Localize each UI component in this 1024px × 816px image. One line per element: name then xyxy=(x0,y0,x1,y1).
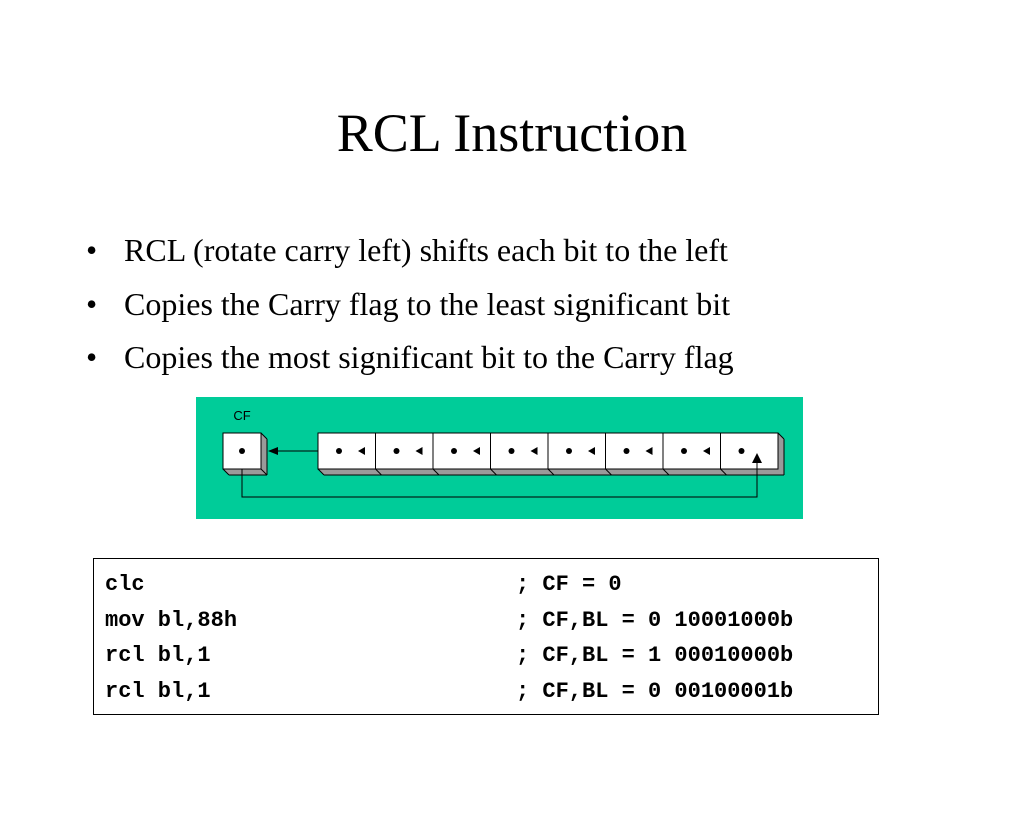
bullet-list: • RCL (rotate carry left) shifts each bi… xyxy=(86,224,734,385)
register-bit-dot xyxy=(393,448,400,454)
shift-arrowhead xyxy=(588,447,595,455)
code-line: rcl bl,1 ; CF,BL = 1 00010000b xyxy=(94,638,878,674)
carry-to-lsb-arrowhead xyxy=(752,453,762,463)
rcl-diagram-svg: CF xyxy=(196,397,803,519)
register-bit-cell xyxy=(317,432,376,470)
code-comment: ; CF,BL = 0 10001000b xyxy=(516,607,794,633)
code-comment: ; CF,BL = 0 00100001b xyxy=(516,678,794,704)
code-line: rcl bl,1 ; CF,BL = 0 00100001b xyxy=(94,674,878,710)
bullet-dot: • xyxy=(86,232,98,268)
bullet-text: Copies the Carry flag to the least signi… xyxy=(124,285,731,322)
code-instruction: rcl bl,1 xyxy=(105,643,211,668)
register-bit-dot xyxy=(566,448,572,454)
register-bit-dot xyxy=(336,448,342,454)
code-instruction: rcl bl,1 xyxy=(105,678,211,704)
bullet-text: Copies the most significant bit to the C… xyxy=(124,339,734,375)
shift-arrowhead xyxy=(530,447,538,455)
register-bit-cell xyxy=(720,432,779,470)
slide-title: RCL Instruction xyxy=(336,103,688,163)
register-bit-dot xyxy=(681,448,687,454)
shift-arrowhead xyxy=(473,447,480,455)
register-bit-cell xyxy=(375,432,434,470)
register-bit-dot xyxy=(508,448,515,454)
register-bits xyxy=(317,432,785,476)
carry-flag-bit xyxy=(239,448,245,454)
register-bit-dot xyxy=(623,448,630,454)
shift-arrowhead xyxy=(703,447,710,455)
rotation-path xyxy=(241,447,762,498)
bullet-dot: • xyxy=(86,285,98,322)
bullet-dot: • xyxy=(86,339,98,375)
register-bit-cell xyxy=(662,432,721,470)
register-bit-dot xyxy=(451,448,457,454)
code-box: clc ; CF = 0 mov bl,88h ; CF,BL = 0 1000… xyxy=(93,558,879,715)
bullet-item: • Copies the most significant bit to the… xyxy=(86,331,734,385)
bullet-item: • RCL (rotate carry left) shifts each bi… xyxy=(86,224,734,278)
register-bit-cell xyxy=(605,432,664,470)
bullet-text: RCL (rotate carry left) shifts each bit … xyxy=(124,232,728,268)
register-bit-dot xyxy=(738,448,745,454)
register-bit-cell xyxy=(490,432,549,470)
carry-to-lsb-line xyxy=(241,463,758,498)
carry-flag-label: CF xyxy=(233,408,250,423)
code-line: clc ; CF = 0 xyxy=(94,567,878,603)
shift-arrowhead xyxy=(415,447,423,455)
code-instruction: clc xyxy=(105,572,145,597)
code-comment: ; CF = 0 xyxy=(516,572,622,597)
register-bit-cell xyxy=(432,432,491,470)
register-bit-cell xyxy=(547,432,606,470)
code-comment: ; CF,BL = 1 00010000b xyxy=(516,643,794,668)
shift-arrowhead xyxy=(358,447,365,455)
code-line: mov bl,88h ; CF,BL = 0 10001000b xyxy=(94,603,878,639)
rcl-diagram: CF xyxy=(196,397,803,519)
code-instruction: mov bl,88h xyxy=(105,607,238,633)
carry-flag-box xyxy=(222,432,268,476)
bullet-item: • Copies the Carry flag to the least sig… xyxy=(86,278,734,332)
msb-to-carry-arrowhead xyxy=(268,447,278,455)
shift-arrowhead xyxy=(645,447,653,455)
